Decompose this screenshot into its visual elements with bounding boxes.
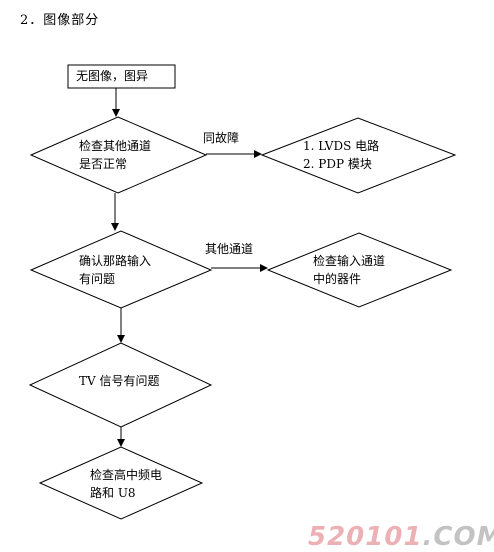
check-input-channel-diamond	[266, 232, 453, 308]
check-other-channels-line1: 检查其他通道	[79, 139, 152, 153]
confirm-channel-line2: 有问题	[79, 272, 116, 286]
confirm-channel-line1: 确认那路输入	[79, 254, 152, 268]
tv-signal-diamond	[28, 342, 213, 428]
check-input-channel-line2: 中的器件	[313, 272, 362, 286]
check-other-channels-diamond	[29, 116, 208, 194]
edge-label-other-channel: 其他通道	[205, 242, 254, 256]
check-if-line2: 路和 U8	[90, 486, 136, 500]
same-fault-result-line2: 2. PDP 模块	[303, 157, 372, 171]
start-box	[67, 64, 176, 89]
check-other-channels-line2: 是否正常	[79, 157, 128, 171]
check-if-line1: 检查高中频电	[90, 468, 163, 482]
same-fault-result-diamond	[260, 117, 457, 194]
confirm-channel-diamond	[29, 230, 213, 309]
edge-label-same-fault: 同故障	[203, 131, 240, 145]
site-watermark: 520101.COM	[308, 522, 494, 552]
watermark-main: 520101	[308, 522, 423, 552]
watermark-suffix: .COM	[422, 522, 494, 552]
section-heading: 2．图像部分	[20, 13, 100, 28]
check-if-diamond	[38, 446, 204, 520]
same-fault-result-line1: 1. LVDS 电路	[303, 139, 380, 153]
tv-signal-label: TV 信号有问题	[79, 374, 160, 388]
check-input-channel-line1: 检查输入通道	[313, 254, 386, 268]
start-box-label: 无图像，图异	[76, 69, 149, 83]
